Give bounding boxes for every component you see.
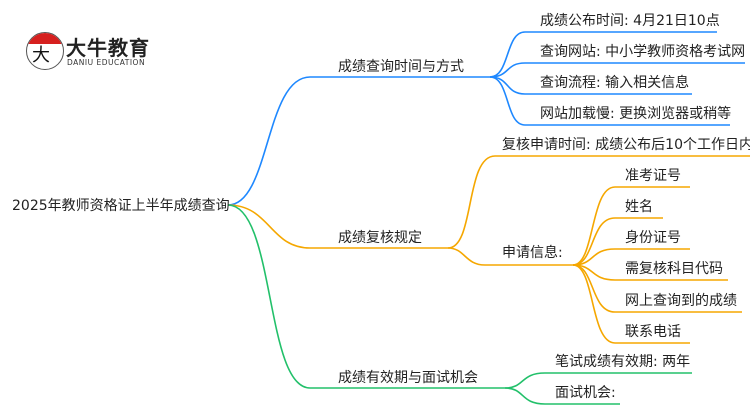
application-info-item: 网上查询到的成绩 bbox=[625, 293, 737, 309]
branch-2-item: 申请信息: bbox=[502, 245, 563, 261]
branch-2-topic: 成绩复核规定 bbox=[338, 230, 422, 246]
application-info-item: 姓名 bbox=[625, 199, 653, 215]
branch-2-links bbox=[227, 155, 750, 344]
application-info-item: 需复核科目代码 bbox=[625, 261, 723, 277]
logo: 大 大牛教育 DANIU EDUCATION bbox=[22, 30, 202, 74]
application-info-item: 身份证号 bbox=[625, 230, 681, 246]
branch-2-item: 复核申请时间: 成绩公布后10个工作日内 bbox=[502, 137, 750, 153]
branch-1-item: 查询网站: 中小学教师资格考试网 bbox=[540, 44, 746, 60]
logo-name: 大牛教育 bbox=[66, 36, 150, 60]
branch-1-topic: 成绩查询时间与方式 bbox=[338, 59, 464, 75]
application-info-item: 联系电话 bbox=[625, 324, 681, 340]
application-info-item: 准考证号 bbox=[625, 168, 681, 184]
branch-1-links bbox=[227, 31, 745, 206]
root-topic: 2025年教师资格证上半年成绩查询 bbox=[12, 198, 230, 214]
branch-1-item: 成绩公布时间: 4月21日10点 bbox=[540, 13, 720, 29]
logo-subtitle: DANIU EDUCATION bbox=[67, 58, 146, 67]
branch-1-item: 查询流程: 输入相关信息 bbox=[540, 75, 690, 91]
logo-mark-icon: 大 bbox=[26, 32, 64, 70]
branch-3-item: 笔试成绩有效期: 两年 bbox=[555, 354, 691, 370]
branch-1-item: 网站加载慢: 更换浏览器或稍等 bbox=[540, 106, 732, 122]
branch-3-item: 面试机会: bbox=[555, 385, 616, 401]
branch-3-topic: 成绩有效期与面试机会 bbox=[338, 370, 478, 386]
branch-3-links bbox=[227, 204, 692, 405]
